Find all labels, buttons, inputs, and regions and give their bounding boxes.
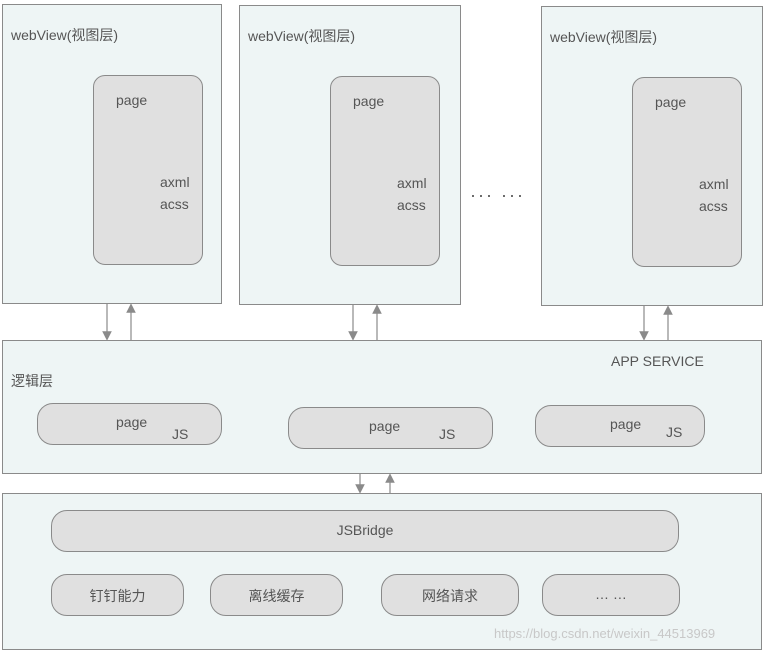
acss-label: acss bbox=[397, 197, 426, 213]
page-label: page bbox=[655, 94, 687, 110]
capability-box: 网络请求 bbox=[381, 574, 519, 616]
webview-panel-1: webView(视图层) page axml acss bbox=[2, 4, 222, 304]
page-label: page bbox=[353, 93, 385, 109]
page-label: page bbox=[116, 414, 148, 430]
capability-label: … … bbox=[595, 586, 627, 602]
page-box: page axml acss bbox=[93, 75, 203, 265]
capability-box: 离线缓存 bbox=[210, 574, 343, 616]
jsbridge-label: JSBridge bbox=[336, 522, 394, 538]
logic-page-js-2: page JS bbox=[288, 407, 493, 449]
js-label: JS bbox=[439, 426, 456, 442]
axml-label: axml bbox=[699, 176, 729, 192]
acss-label: acss bbox=[699, 198, 728, 214]
logic-layer-title: 逻辑层 bbox=[11, 373, 53, 389]
axml-label: axml bbox=[160, 174, 190, 190]
js-label: JS bbox=[172, 426, 189, 442]
page-box: page axml acss bbox=[632, 77, 742, 267]
page-label: page bbox=[369, 418, 401, 434]
more-webviews-ellipsis: ··· ··· bbox=[470, 185, 525, 205]
webview-panel-2: webView(视图层) page axml acss bbox=[239, 5, 461, 305]
capability-label: 钉钉能力 bbox=[89, 588, 146, 604]
js-label: JS bbox=[666, 424, 683, 440]
page-label: page bbox=[610, 416, 642, 432]
capability-label: 离线缓存 bbox=[248, 588, 305, 604]
capability-label: 网络请求 bbox=[422, 588, 478, 604]
logic-page-js-1: page JS bbox=[37, 403, 222, 445]
logic-layer-panel: 逻辑层 APP SERVICE page JS page JS page JS bbox=[2, 340, 762, 474]
page-box: page axml acss bbox=[330, 76, 440, 266]
native-layer-panel: JSBridge 钉钉能力 离线缓存 网络请求 … … bbox=[2, 493, 762, 650]
capability-box: … … bbox=[542, 574, 680, 616]
page-label: page bbox=[116, 92, 148, 108]
webview-title: webView(视图层) bbox=[11, 27, 119, 43]
acss-label: acss bbox=[160, 196, 189, 212]
watermark: https://blog.csdn.net/weixin_44513969 bbox=[494, 626, 716, 641]
app-service-label: APP SERVICE bbox=[611, 353, 704, 369]
webview-panel-3: webView(视图层) page axml acss bbox=[541, 6, 763, 306]
jsbridge-box: JSBridge bbox=[51, 510, 679, 552]
webview-title: webView(视图层) bbox=[550, 29, 658, 45]
logic-page-js-3: page JS bbox=[535, 405, 705, 447]
capability-box: 钉钉能力 bbox=[51, 574, 184, 616]
webview-title: webView(视图层) bbox=[248, 28, 356, 44]
axml-label: axml bbox=[397, 175, 427, 191]
